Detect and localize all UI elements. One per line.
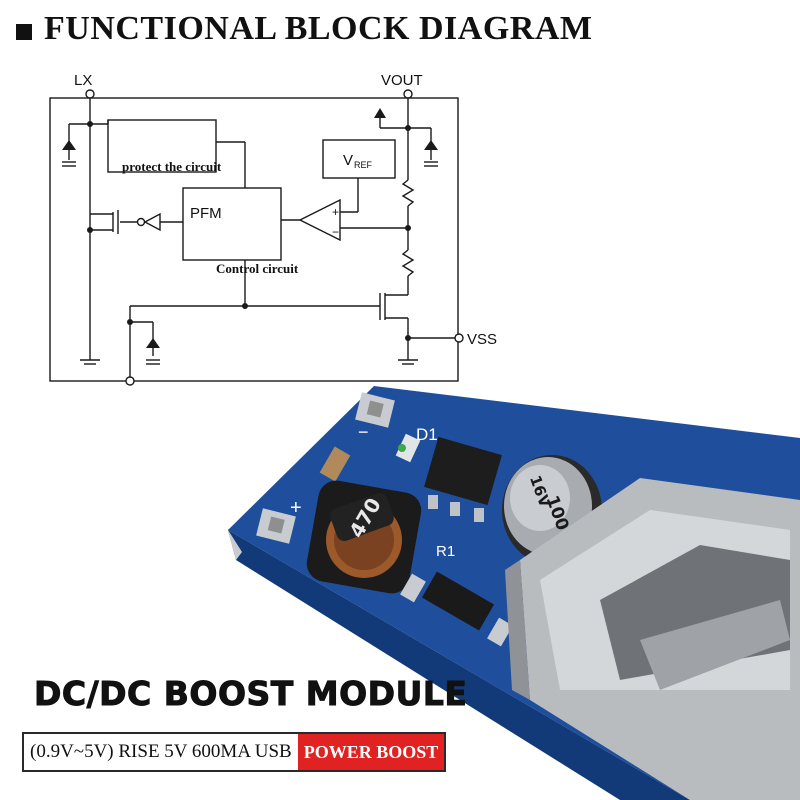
pfm-block (182, 187, 282, 261)
module-title: DC/DC BOOST MODULE (33, 674, 468, 714)
vref-sub-label: REF (354, 160, 373, 170)
page-title: FUNCTIONAL BLOCK DIAGRAM (44, 10, 593, 47)
vout-label: VOUT (381, 72, 423, 89)
ic-chip (424, 436, 502, 506)
d1-label: D1 (416, 425, 438, 444)
minus-label: − (358, 422, 369, 442)
block-diagram: LX VOUT VSS protect the circuit PFM V RE… (49, 72, 497, 386)
amp-plus-label: + (332, 205, 339, 219)
vref-block (322, 139, 396, 179)
vref-label: V (343, 152, 353, 169)
vss-label: VSS (467, 331, 497, 348)
power-boost-badge: POWER BOOST (297, 734, 445, 770)
spec-bar: (0.9V~5V) RISE 5V 600MA USB POWER BOOST (22, 732, 447, 772)
plus-label: + (290, 497, 302, 519)
header: FUNCTIONAL BLOCK DIAGRAM (0, 0, 800, 62)
lx-pin-icon (85, 89, 95, 99)
r1-label: R1 (436, 543, 455, 560)
protect-block (107, 119, 217, 173)
vss-pin-icon (454, 333, 464, 343)
bullet-square-icon (16, 24, 32, 40)
control-label: Control circuit (216, 261, 299, 276)
pfm-label: PFM (190, 205, 222, 222)
ground-pin-icon (125, 376, 135, 386)
lx-label: LX (74, 72, 92, 89)
diagram-frame (49, 97, 459, 382)
diode (421, 571, 495, 631)
amp-minus-label: − (332, 225, 339, 239)
vout-pin-icon (403, 89, 413, 99)
protect-label: protect the circuit (122, 159, 222, 174)
spec-text: (0.9V~5V) RISE 5V 600MA USB (30, 741, 292, 762)
